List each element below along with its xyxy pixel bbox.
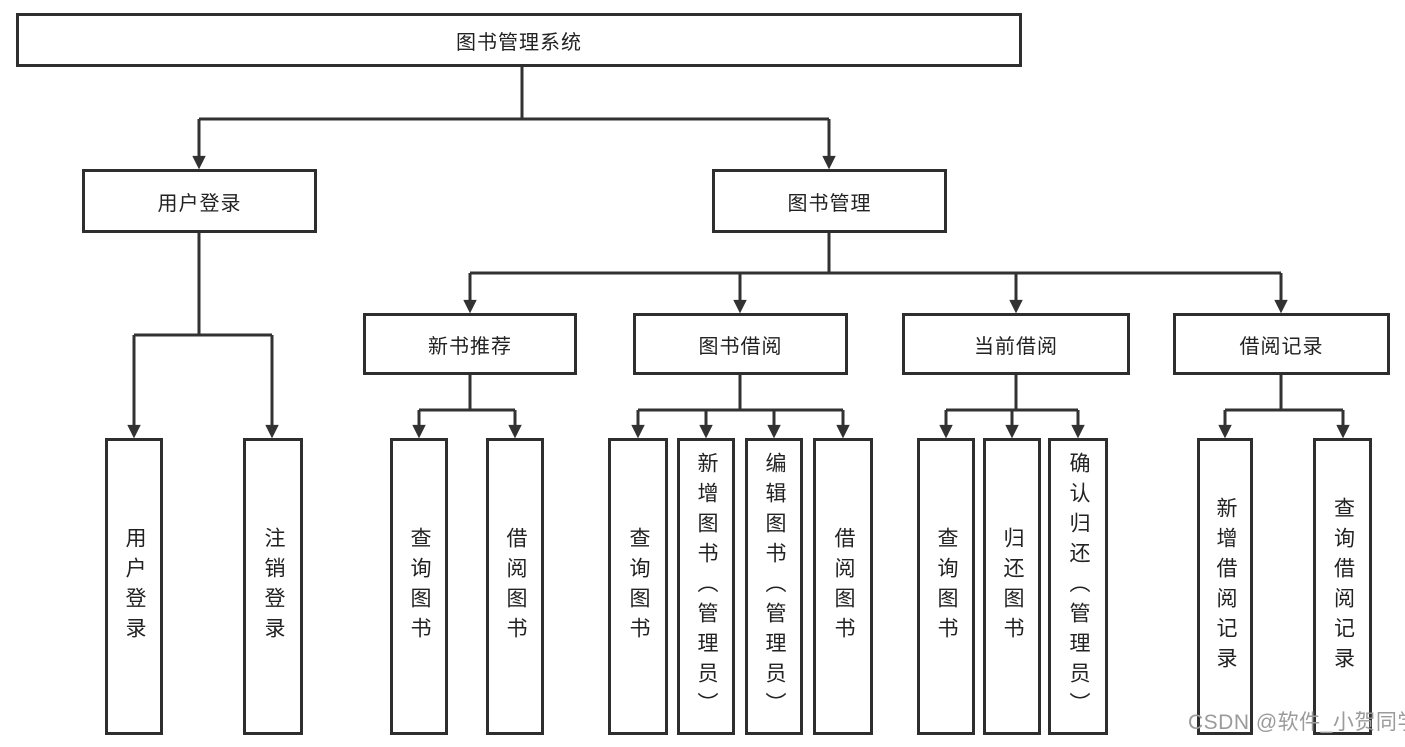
- leaf-label: 借阅图书: [832, 526, 855, 647]
- node-label: 新书推荐: [428, 335, 512, 358]
- leaf-label: 归还图书: [1001, 526, 1024, 647]
- leaf-label: 查询图书: [408, 526, 431, 647]
- node-library-system: 图书管理系统: [16, 13, 1022, 67]
- node-label: 图书借阅: [698, 335, 783, 358]
- leaf-label: 确认归还（管理员）: [1067, 451, 1090, 722]
- leaf-borrow-books-recommend: 借阅图书: [486, 438, 544, 735]
- leaf-label: 编辑图书（管理员）: [763, 451, 786, 722]
- leaf-add-borrow-record: 新增借阅记录: [1197, 438, 1253, 735]
- node-new-book-recommend: 新书推荐: [363, 313, 577, 375]
- node-user-login: 用户登录: [82, 169, 317, 233]
- leaf-label: 新增借阅记录: [1214, 496, 1237, 677]
- node-label: 用户登录: [157, 192, 242, 215]
- leaf-label: 查询借阅记录: [1331, 496, 1355, 677]
- leaf-label: 注销登录: [262, 526, 285, 647]
- node-book-borrowing: 图书借阅: [633, 313, 848, 375]
- node-label: 当前借阅: [974, 335, 1058, 358]
- leaf-query-books-borrowing: 查询图书: [608, 438, 668, 735]
- node-label: 借阅记录: [1239, 335, 1324, 358]
- leaf-label: 查询图书: [627, 526, 650, 647]
- node-book-management: 图书管理: [712, 169, 947, 233]
- leaf-user-login: 用户登录: [105, 438, 163, 735]
- leaf-query-books-recommend: 查询图书: [390, 438, 448, 735]
- node-label: 图书管理系统: [456, 31, 582, 54]
- leaf-query-books-current: 查询图书: [917, 438, 975, 735]
- leaf-borrow-books: 借阅图书: [813, 438, 873, 735]
- leaf-label: 借阅图书: [504, 526, 527, 647]
- leaf-query-borrow-record: 查询借阅记录: [1313, 438, 1372, 735]
- leaf-label: 新增图书（管理员）: [695, 451, 718, 722]
- leaf-edit-books-admin: 编辑图书（管理员）: [745, 438, 803, 735]
- leaf-label: 用户登录: [123, 526, 146, 647]
- leaf-return-books: 归还图书: [983, 438, 1041, 735]
- node-borrowing-records: 借阅记录: [1173, 313, 1390, 375]
- node-current-borrowing: 当前借阅: [902, 313, 1130, 375]
- leaf-confirm-return-admin: 确认归还（管理员）: [1048, 438, 1108, 735]
- leaf-add-books-admin: 新增图书（管理员）: [677, 438, 735, 735]
- csdn-watermark: CSDN @软件_小贺同学: [1188, 711, 1405, 734]
- node-label: 图书管理: [787, 192, 872, 215]
- leaf-logout: 注销登录: [243, 438, 303, 735]
- leaf-label: 查询图书: [935, 526, 958, 647]
